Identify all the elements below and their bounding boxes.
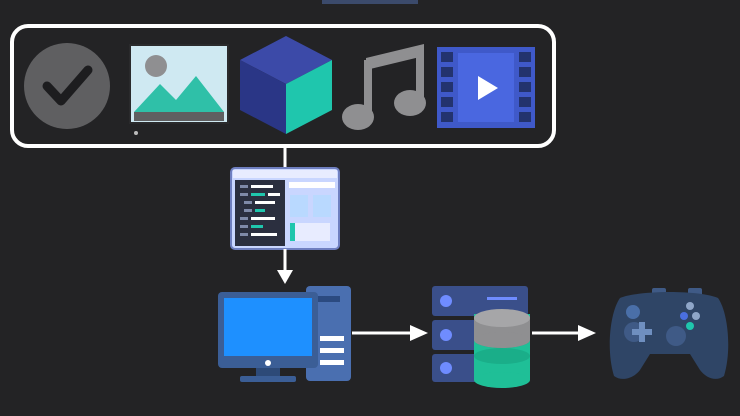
checkmark-icon bbox=[24, 43, 110, 129]
arrowhead-editor-to-computer bbox=[277, 270, 293, 284]
code-editor-window-icon bbox=[230, 167, 340, 250]
game-controller-icon bbox=[609, 288, 729, 379]
server-database-icon bbox=[432, 286, 530, 388]
arrowhead-server-to-controller bbox=[578, 325, 596, 341]
image-icon bbox=[129, 44, 229, 135]
assets-frame bbox=[10, 24, 556, 148]
desktop-computer-icon bbox=[218, 286, 351, 382]
top-sliver bbox=[322, 0, 418, 4]
video-play-icon bbox=[437, 47, 535, 128]
arrowhead-computer-to-server bbox=[410, 325, 428, 341]
music-note-icon bbox=[342, 44, 426, 130]
cube-3d-model-icon bbox=[240, 36, 332, 134]
